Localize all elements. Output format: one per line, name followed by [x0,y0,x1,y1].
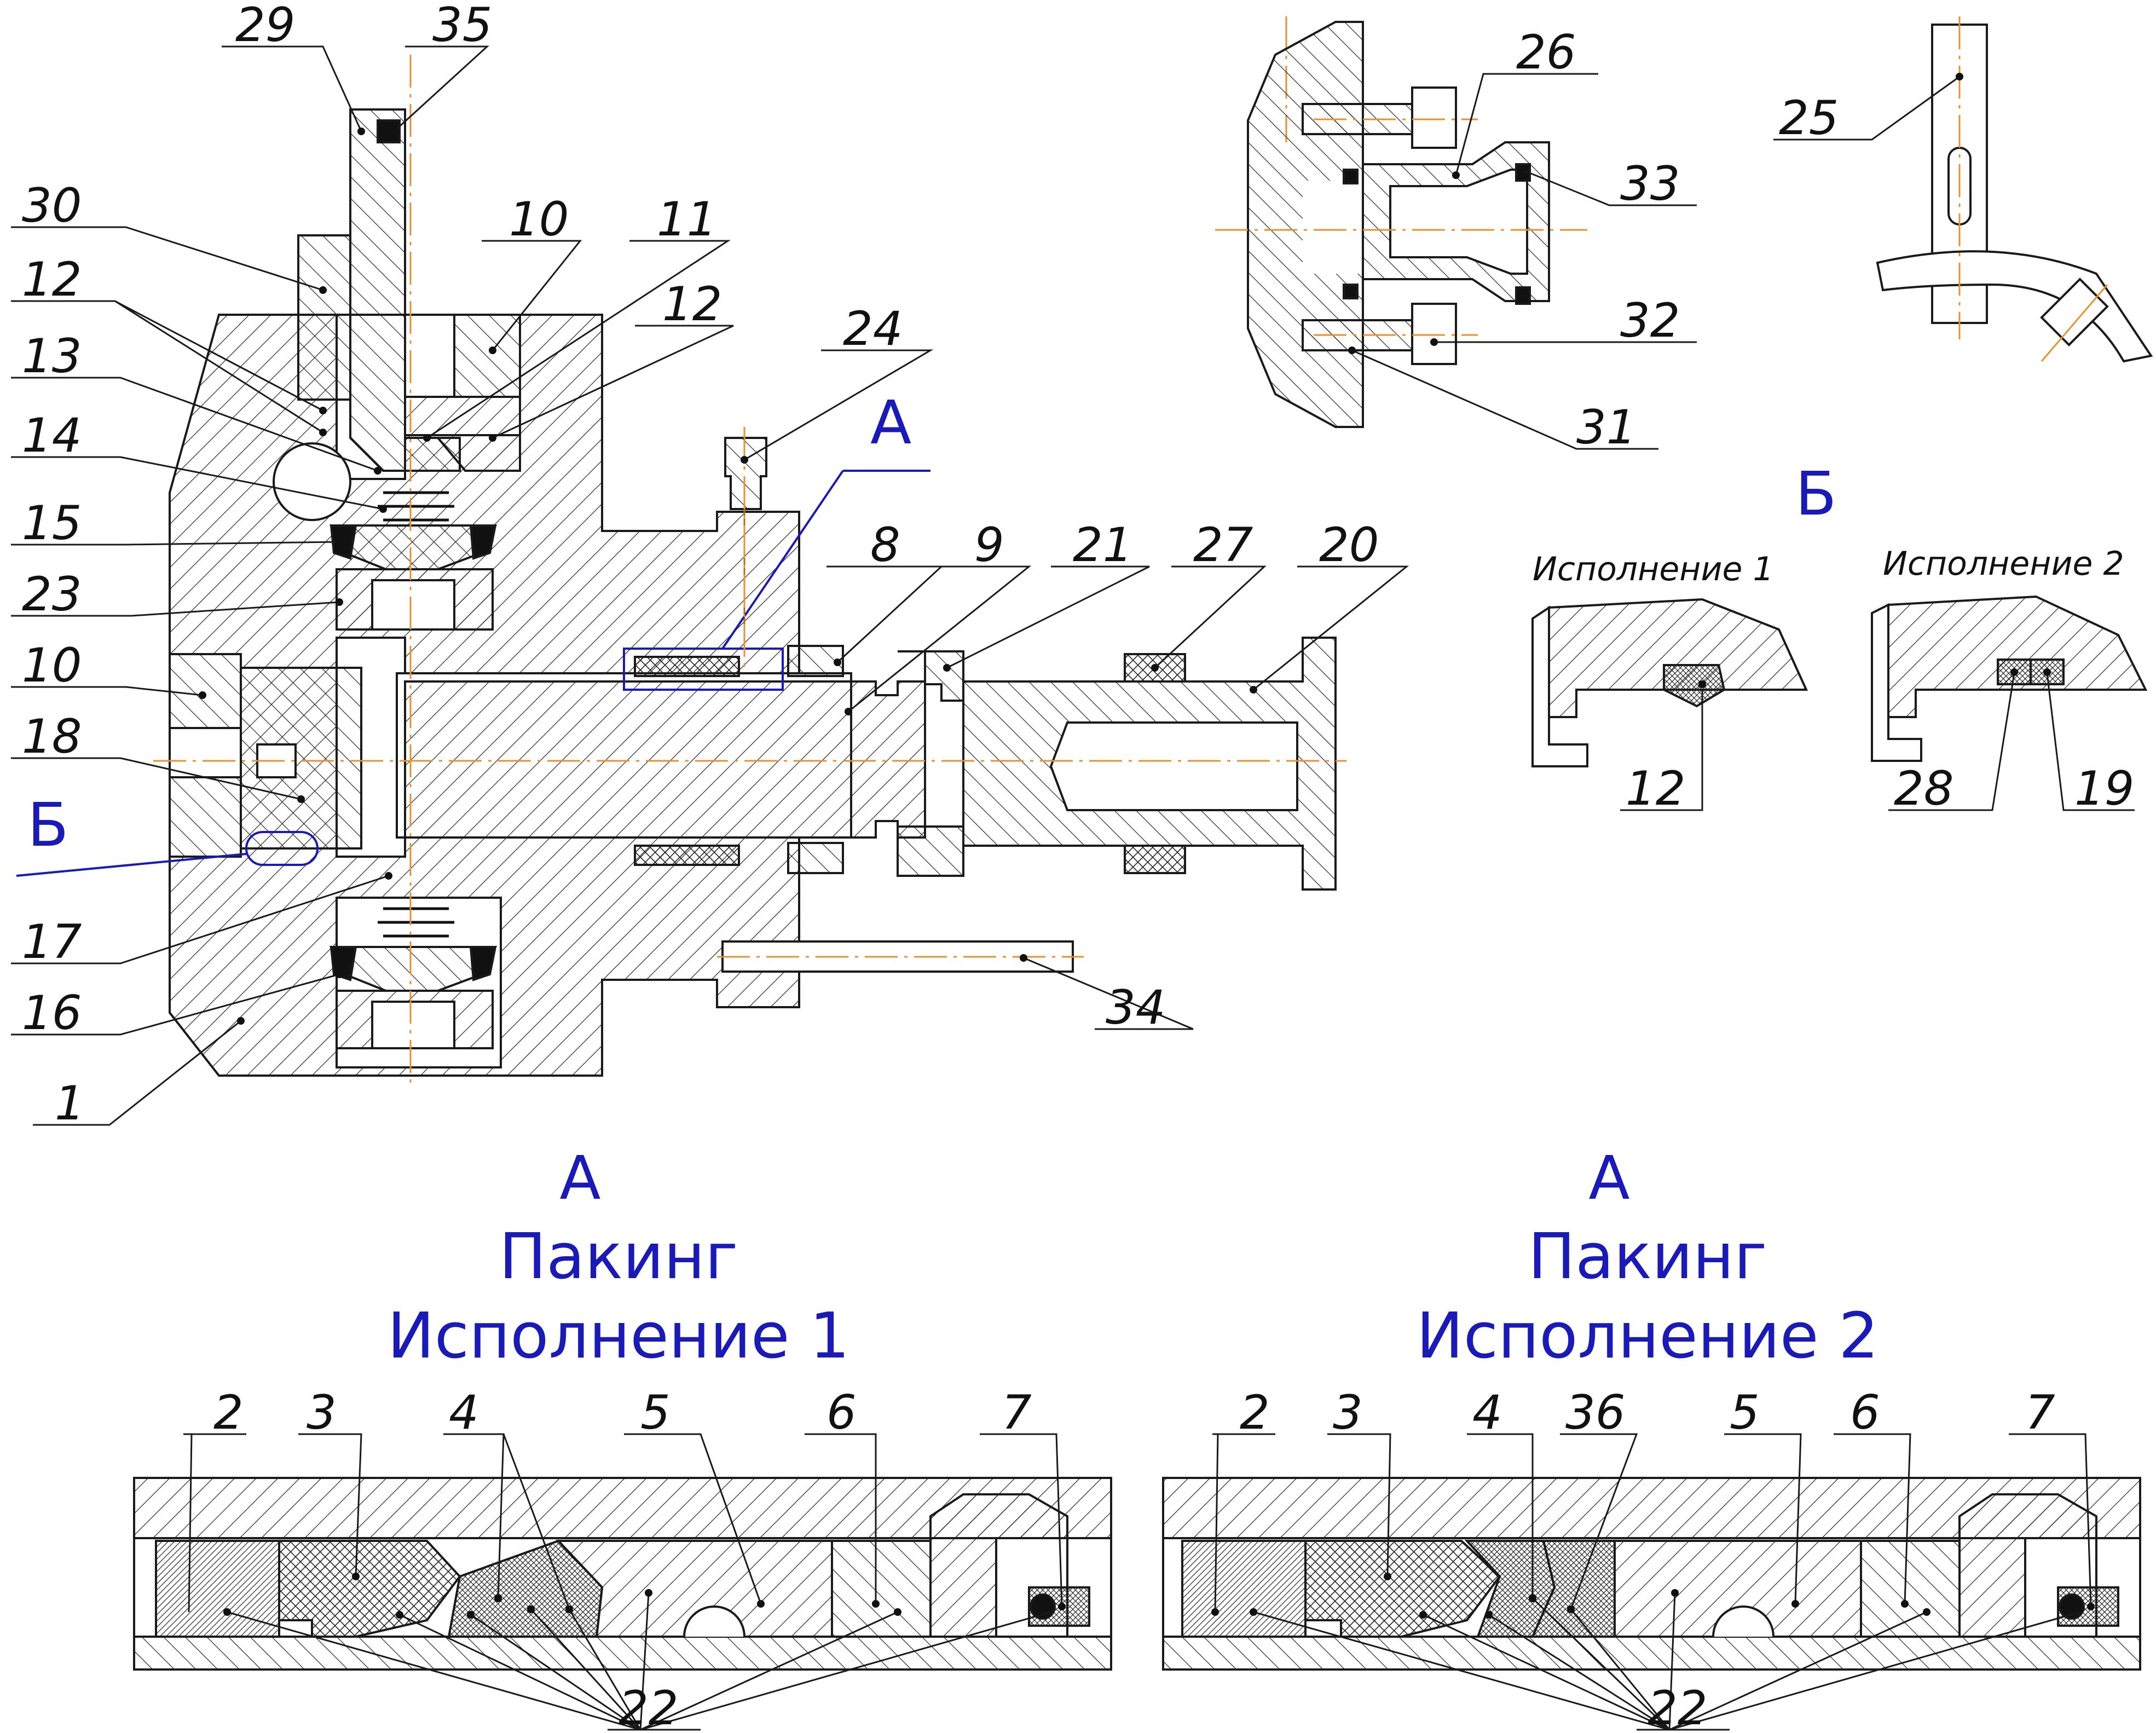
packing1-label-5: 5 [640,1385,671,1440]
label-20: 20 [1319,518,1379,573]
packing1-label-6: 6 [826,1385,857,1440]
gland-12 [404,396,521,472]
detail-b-title: Б [1795,459,1836,529]
fitting-detail [1247,21,1550,428]
packing1-ring-6 [831,1540,932,1638]
packing2-label-22: 22 [1648,1681,1707,1733]
packing2-ring-6 [1860,1540,1961,1638]
detail-b-variant1 [1531,598,1808,767]
packing1-label-7: 7 [1002,1385,1032,1440]
packing1-section [133,1477,1112,1671]
label-12-right: 12 [662,277,722,332]
callout-b-letter: Б [27,790,68,860]
packing1-subtitle: Исполнение 1 [388,1299,850,1373]
label-11: 11 [657,192,716,247]
packing2-subtitle: Исполнение 2 [1417,1299,1879,1373]
label-12-b: 12 [1626,761,1685,816]
variant2-caption: Исполнение 2 [1883,545,2124,583]
packing2-ring-3 [1304,1540,1501,1638]
label-1: 1 [55,1076,85,1131]
packing2-label-4: 4 [1472,1385,1502,1440]
detail-b-variant2 [1871,595,2148,762]
label-13: 13 [22,329,82,384]
label-32: 32 [1620,293,1680,348]
packing2-label-3: 3 [1333,1385,1363,1440]
fitting-24 [724,437,767,510]
packing2-label-7: 7 [2025,1385,2055,1440]
label-17: 17 [22,915,82,969]
packing2-section [1162,1477,2141,1671]
packing1-ring-3 [278,1540,461,1638]
lever-detail [1876,24,2153,363]
seal-12-b [1663,664,1726,708]
main-assembly [16,108,1337,1077]
packing2-letter: А [1588,1143,1629,1213]
shaft-9 [404,680,926,839]
label-10-left: 10 [22,638,82,693]
packing1-letter: А [559,1143,600,1213]
packing1-label-22: 22 [619,1681,678,1733]
packing2-label-36: 36 [1565,1385,1625,1440]
label-31: 31 [1576,400,1636,455]
leaders [11,45,1409,1126]
label-28: 28 [1894,761,1953,816]
label-34: 34 [1106,980,1165,1035]
label-18: 18 [22,709,82,764]
packing1-title: Пакинг [499,1220,738,1293]
label-33: 33 [1620,157,1680,211]
variant1-caption: Исполнение 1 [1533,550,1774,588]
callout-a-letter: А [870,388,911,458]
packing1-label-3: 3 [307,1385,337,1440]
gland-8 [787,645,844,677]
label-14: 14 [22,408,82,463]
label-30: 30 [22,178,82,233]
label-35: 35 [432,0,492,53]
lever-arc [1876,250,2153,363]
packing2-label-2: 2 [1240,1385,1270,1440]
label-27: 27 [1193,518,1253,573]
label-23: 23 [22,567,82,622]
label-12-left: 12 [22,252,82,307]
label-9: 9 [974,518,1004,573]
cap-nut-30 [297,234,351,401]
packing1-label-2: 2 [213,1385,244,1440]
label-24: 24 [843,302,903,356]
label-29: 29 [235,0,295,53]
packing2-title: Пакинг [1528,1220,1767,1293]
packing2-label-6: 6 [1850,1385,1880,1440]
nut-10-top [453,314,521,398]
label-19: 19 [2074,761,2134,816]
packing1-label-4: 4 [449,1385,479,1440]
label-10-top: 10 [509,192,569,247]
label-21: 21 [1073,518,1132,573]
label-26: 26 [1516,25,1576,80]
label-16: 16 [22,986,82,1041]
label-25: 25 [1779,91,1839,146]
packing2-label-5: 5 [1730,1385,1760,1440]
label-15: 15 [22,496,82,551]
label-8: 8 [870,518,900,573]
